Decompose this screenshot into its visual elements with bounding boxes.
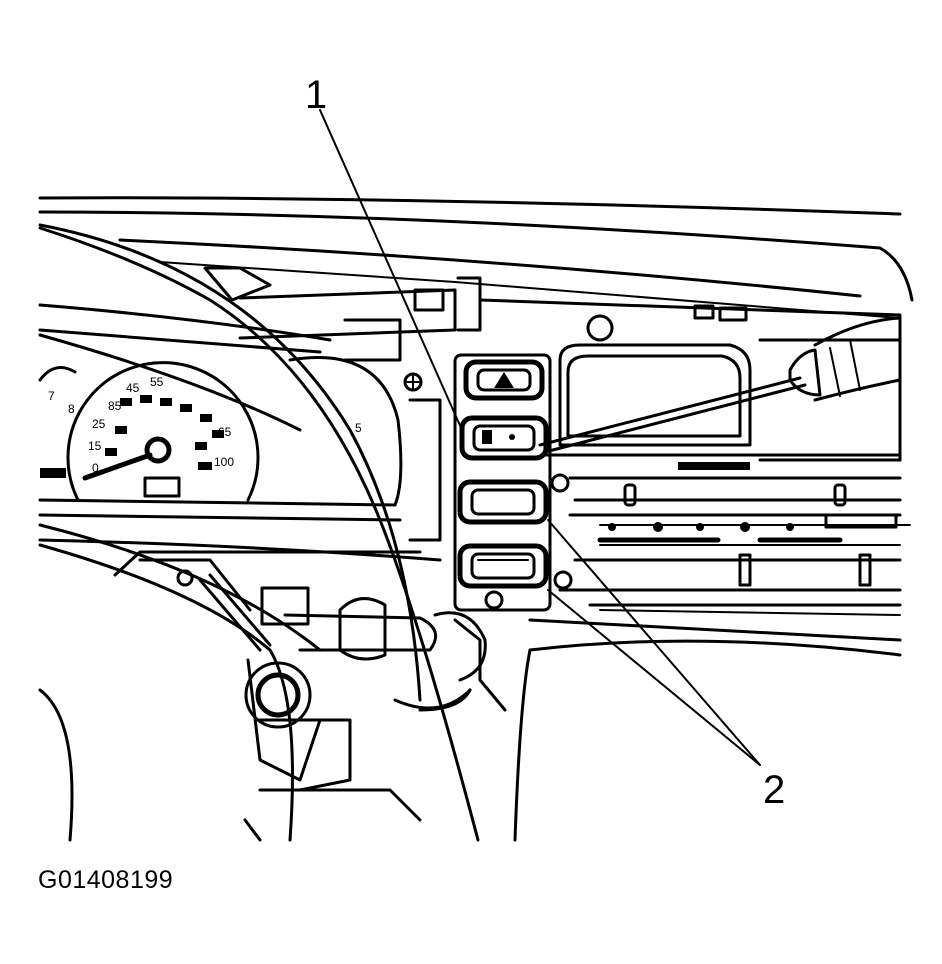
gauge-tick-55: 55 xyxy=(150,375,164,389)
switch-1 xyxy=(459,415,549,461)
dash-top-outline xyxy=(38,196,914,319)
screwdriver xyxy=(538,316,902,454)
leader-line-2a xyxy=(547,519,761,766)
leader-lines xyxy=(319,109,761,766)
center-stack xyxy=(453,338,911,712)
lower-dash xyxy=(513,639,902,842)
switch-stack xyxy=(453,353,573,612)
steering-column-area xyxy=(113,550,487,842)
gauge-tick-15: 15 xyxy=(88,439,102,453)
gauge-tick-100: 100 xyxy=(214,455,234,469)
gauge-tick-7: 7 xyxy=(48,389,55,403)
leader-line-1 xyxy=(319,109,463,431)
gauge-tick-65: 65 xyxy=(218,425,232,439)
figure-id-label: G01408199 xyxy=(38,866,174,894)
switch-2-upper xyxy=(457,479,549,525)
gauge-tick-45: 45 xyxy=(126,381,140,395)
secondary-gauge xyxy=(288,318,442,542)
callout-2: 2 xyxy=(763,768,785,812)
gauge-tick-0: 0 xyxy=(92,461,99,475)
hazard-switch xyxy=(463,359,545,401)
upper-vent-area xyxy=(203,266,902,462)
instrument-cluster xyxy=(38,303,442,562)
gauge-tick-85: 85 xyxy=(108,399,122,413)
gauge-tick-8: 8 xyxy=(68,402,75,416)
switch-2-lower xyxy=(457,543,549,589)
gauge-tick-5: 5 xyxy=(355,421,362,435)
gauge-tick-25: 25 xyxy=(92,417,106,431)
leader-line-2b xyxy=(547,589,761,766)
speedometer-gauge: 7 8 25 15 0 45 55 65 85 100 5 xyxy=(38,361,362,502)
steering-hub xyxy=(38,688,74,842)
callout-1: 1 xyxy=(305,73,327,117)
